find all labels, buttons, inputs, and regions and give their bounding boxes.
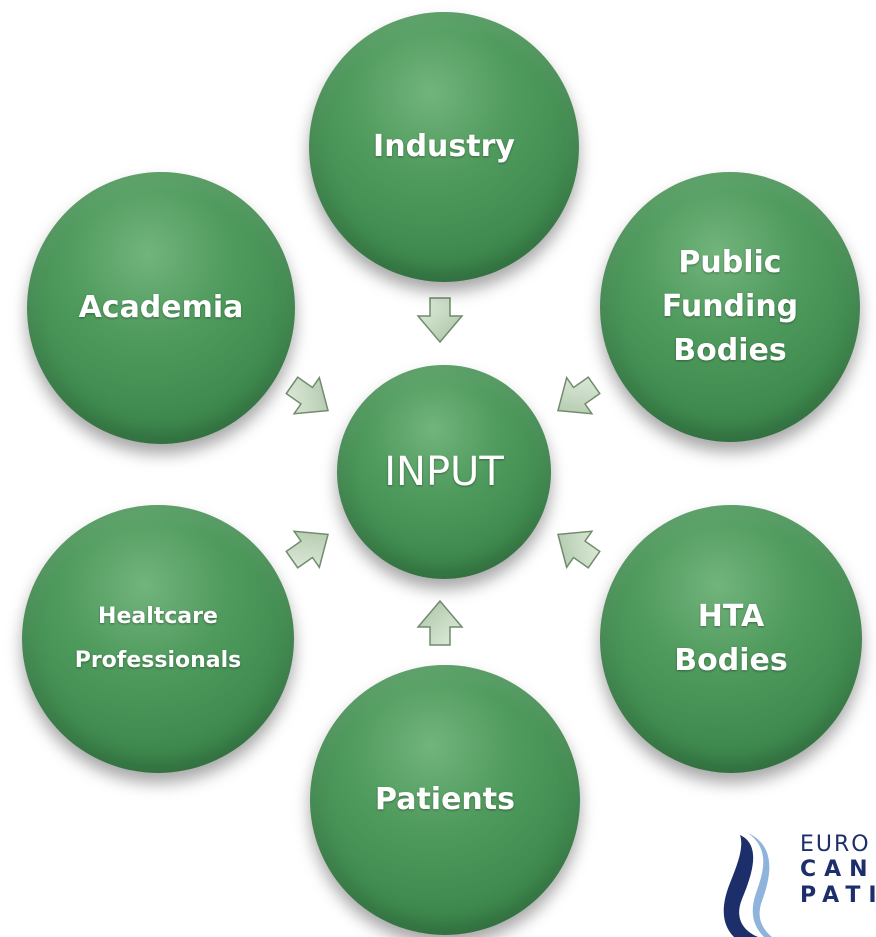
- patients-node: Patients: [310, 665, 580, 935]
- hta-label-line2: Bodies: [674, 643, 788, 678]
- industry-label: Industry: [373, 129, 515, 164]
- arrow-from-healthcare: [278, 515, 342, 579]
- logo-text-line1: EURO: [800, 832, 871, 857]
- logo-text: EURO CAN PATI: [800, 833, 876, 909]
- arrow-from-patients: [417, 600, 463, 646]
- center-input-node: INPUT: [337, 365, 551, 579]
- academia-node: Academia: [27, 172, 295, 444]
- patients-label: Patients: [375, 782, 515, 817]
- organization-logo: EURO CAN PATI: [700, 827, 876, 937]
- healthcare-label-line1: Healtcare: [98, 604, 218, 629]
- hta-label-line1: HTA: [697, 599, 765, 634]
- hta-node: HTA Bodies: [600, 505, 862, 773]
- logo-text-line2: CAN: [800, 857, 876, 882]
- academia-label: Academia: [78, 290, 244, 325]
- public-funding-label-line2: Funding: [661, 289, 799, 324]
- arrow-from-academia: [278, 366, 342, 430]
- industry-node: Industry: [309, 12, 579, 282]
- public-funding-label-line1: Public: [678, 245, 782, 280]
- healthcare-professionals-node: Healtcare Professionals: [22, 505, 294, 773]
- public-funding-node: Public Funding Bodies: [600, 172, 860, 442]
- logo-text-line3: PATI: [800, 883, 876, 908]
- public-funding-label-line3: Bodies: [673, 333, 787, 368]
- arrow-from-industry: [417, 297, 463, 343]
- center-input-label: INPUT: [384, 449, 504, 495]
- arrow-from-public-funding: [544, 366, 608, 430]
- healthcare-label-line2: Professionals: [74, 648, 242, 673]
- arrow-from-hta: [544, 515, 608, 579]
- logo-swoosh-icon: [723, 833, 772, 937]
